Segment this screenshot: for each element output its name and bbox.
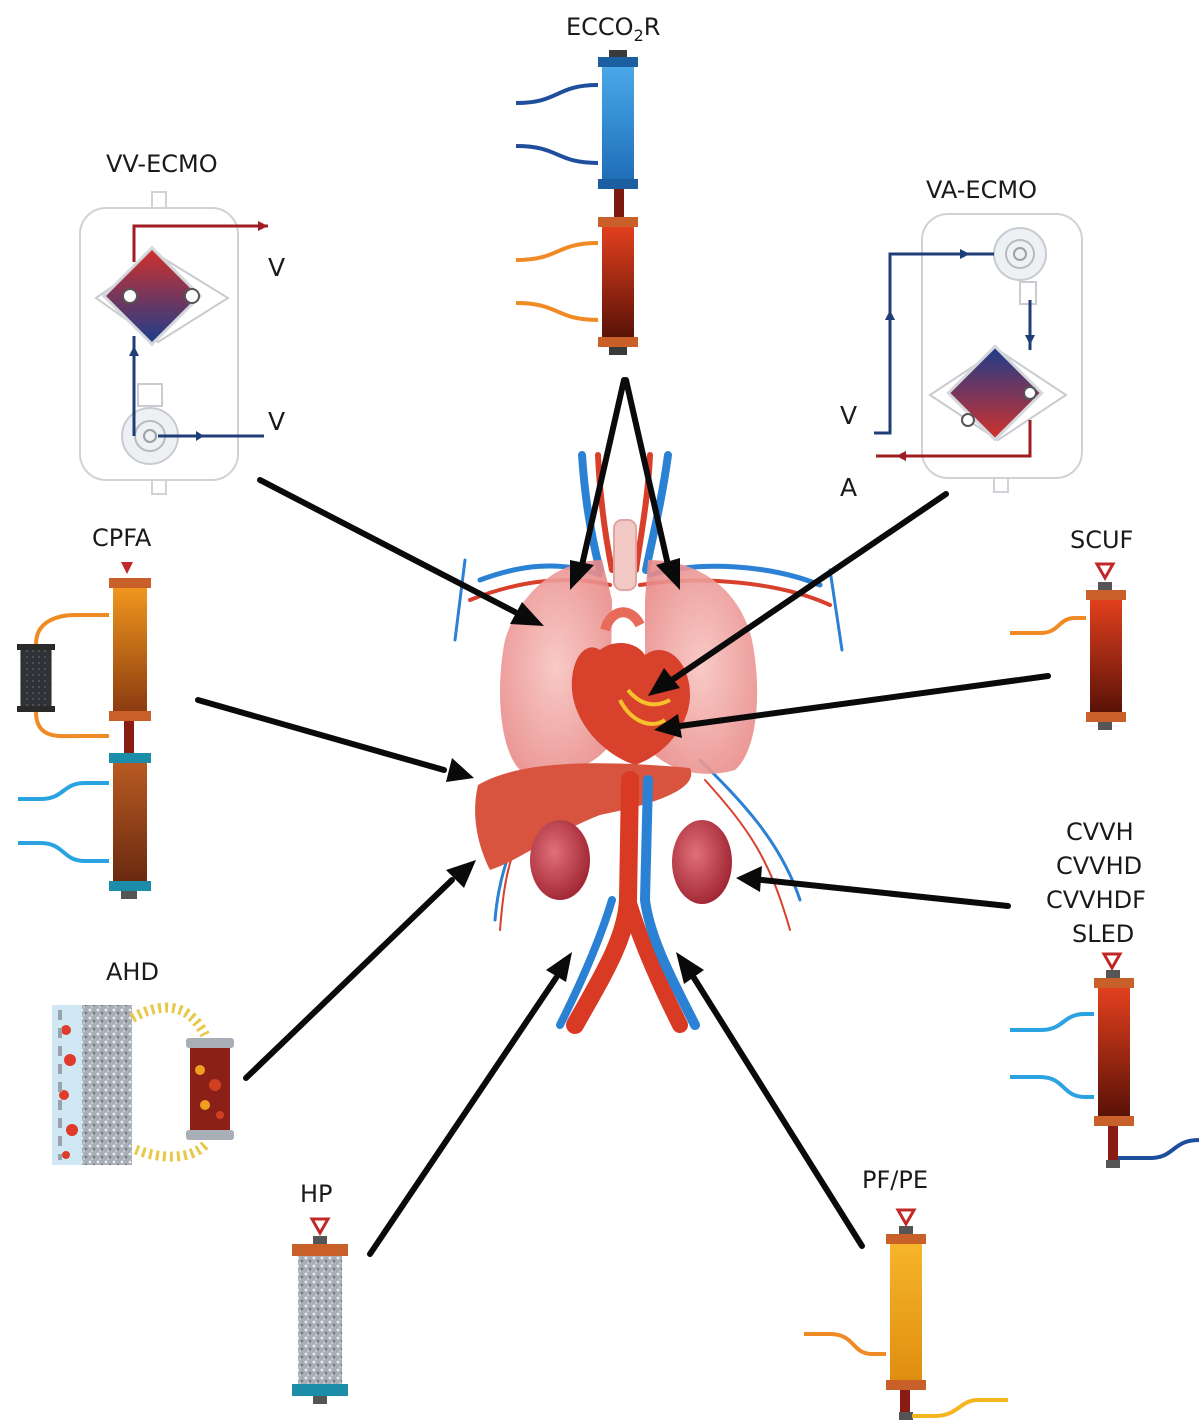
left-kidney xyxy=(530,820,590,900)
ahd-adsorption-membrane-icon xyxy=(52,1005,205,1165)
cvvhdf-label: CVVHDF xyxy=(1046,886,1146,914)
va-ecmo-port-venous: V xyxy=(840,401,857,430)
ecco2r-label: ECCO2R xyxy=(566,13,660,45)
scuf-label: SCUF xyxy=(1070,526,1133,554)
scuf-flow-triangle-icon xyxy=(1097,564,1113,578)
hp-flow-triangle-icon xyxy=(312,1219,328,1233)
cvvh-label: CVVH xyxy=(1066,818,1134,846)
hp-label: HP xyxy=(300,1180,333,1208)
vv-ecmo-device: VV-ECMO V V xyxy=(80,150,285,494)
cvvhd-label: CVVHD xyxy=(1056,852,1142,880)
va-ecmo-label: VA-ECMO xyxy=(926,176,1037,204)
cpfa-hemofilter-icon xyxy=(113,763,147,881)
sled-label: SLED xyxy=(1072,920,1134,948)
vv-ecmo-port-bottom: V xyxy=(268,407,285,436)
hp-device: HP xyxy=(292,1180,348,1404)
ahd-device: AHD xyxy=(52,958,234,1165)
arrow-ahd-liver xyxy=(246,880,452,1078)
hp-adsorbent-column-icon xyxy=(298,1256,342,1384)
ecco2r-device: ECCO2R xyxy=(516,13,660,355)
cvvh-device: CVVH CVVHD CVVHDF SLED xyxy=(1010,818,1199,1168)
ecco2r-red-filter-icon xyxy=(602,227,634,337)
scuf-device: SCUF xyxy=(1010,526,1133,730)
va-pump-icon xyxy=(994,228,1046,304)
cpfa-flow-triangle-icon xyxy=(121,562,133,574)
arrow-cpfa-liver xyxy=(198,700,444,770)
pfpe-flow-triangle-icon xyxy=(898,1210,914,1224)
va-ecmo-port-arterial: A xyxy=(840,473,857,502)
cpfa-device: CPFA xyxy=(17,524,152,899)
arrow-hp-vessels xyxy=(370,978,556,1254)
arrow-vv-ecmo-lungs xyxy=(260,480,515,612)
pfpe-label: PF/PE xyxy=(862,1166,928,1194)
vv-ecmo-port-top: V xyxy=(268,253,285,282)
va-ecmo-device: VA-ECMO V A xyxy=(840,176,1082,502)
vv-oxygenator-icon xyxy=(96,248,228,344)
va-oxygenator-icon xyxy=(930,346,1066,440)
arrow-pfpe-vessels xyxy=(694,978,862,1246)
trachea xyxy=(614,520,636,590)
pfpe-plasma-filter-icon xyxy=(890,1244,922,1380)
vv-pump-icon xyxy=(122,384,178,464)
cvvh-flow-triangle-icon xyxy=(1104,954,1120,968)
ahd-cartridge-icon xyxy=(186,1038,234,1140)
vv-ecmo-label: VV-ECMO xyxy=(106,150,218,178)
ecco2r-blue-filter-icon xyxy=(602,67,634,179)
right-kidney xyxy=(672,820,732,904)
scuf-filter-icon xyxy=(1090,600,1122,712)
cpfa-label: CPFA xyxy=(92,524,152,552)
cpfa-adsorption-cartridge-icon xyxy=(21,646,51,710)
cvvh-filter-icon xyxy=(1098,988,1130,1116)
anatomy-illustration xyxy=(455,455,842,1025)
cpfa-plasma-filter-icon xyxy=(113,588,147,711)
ahd-label: AHD xyxy=(106,958,159,986)
